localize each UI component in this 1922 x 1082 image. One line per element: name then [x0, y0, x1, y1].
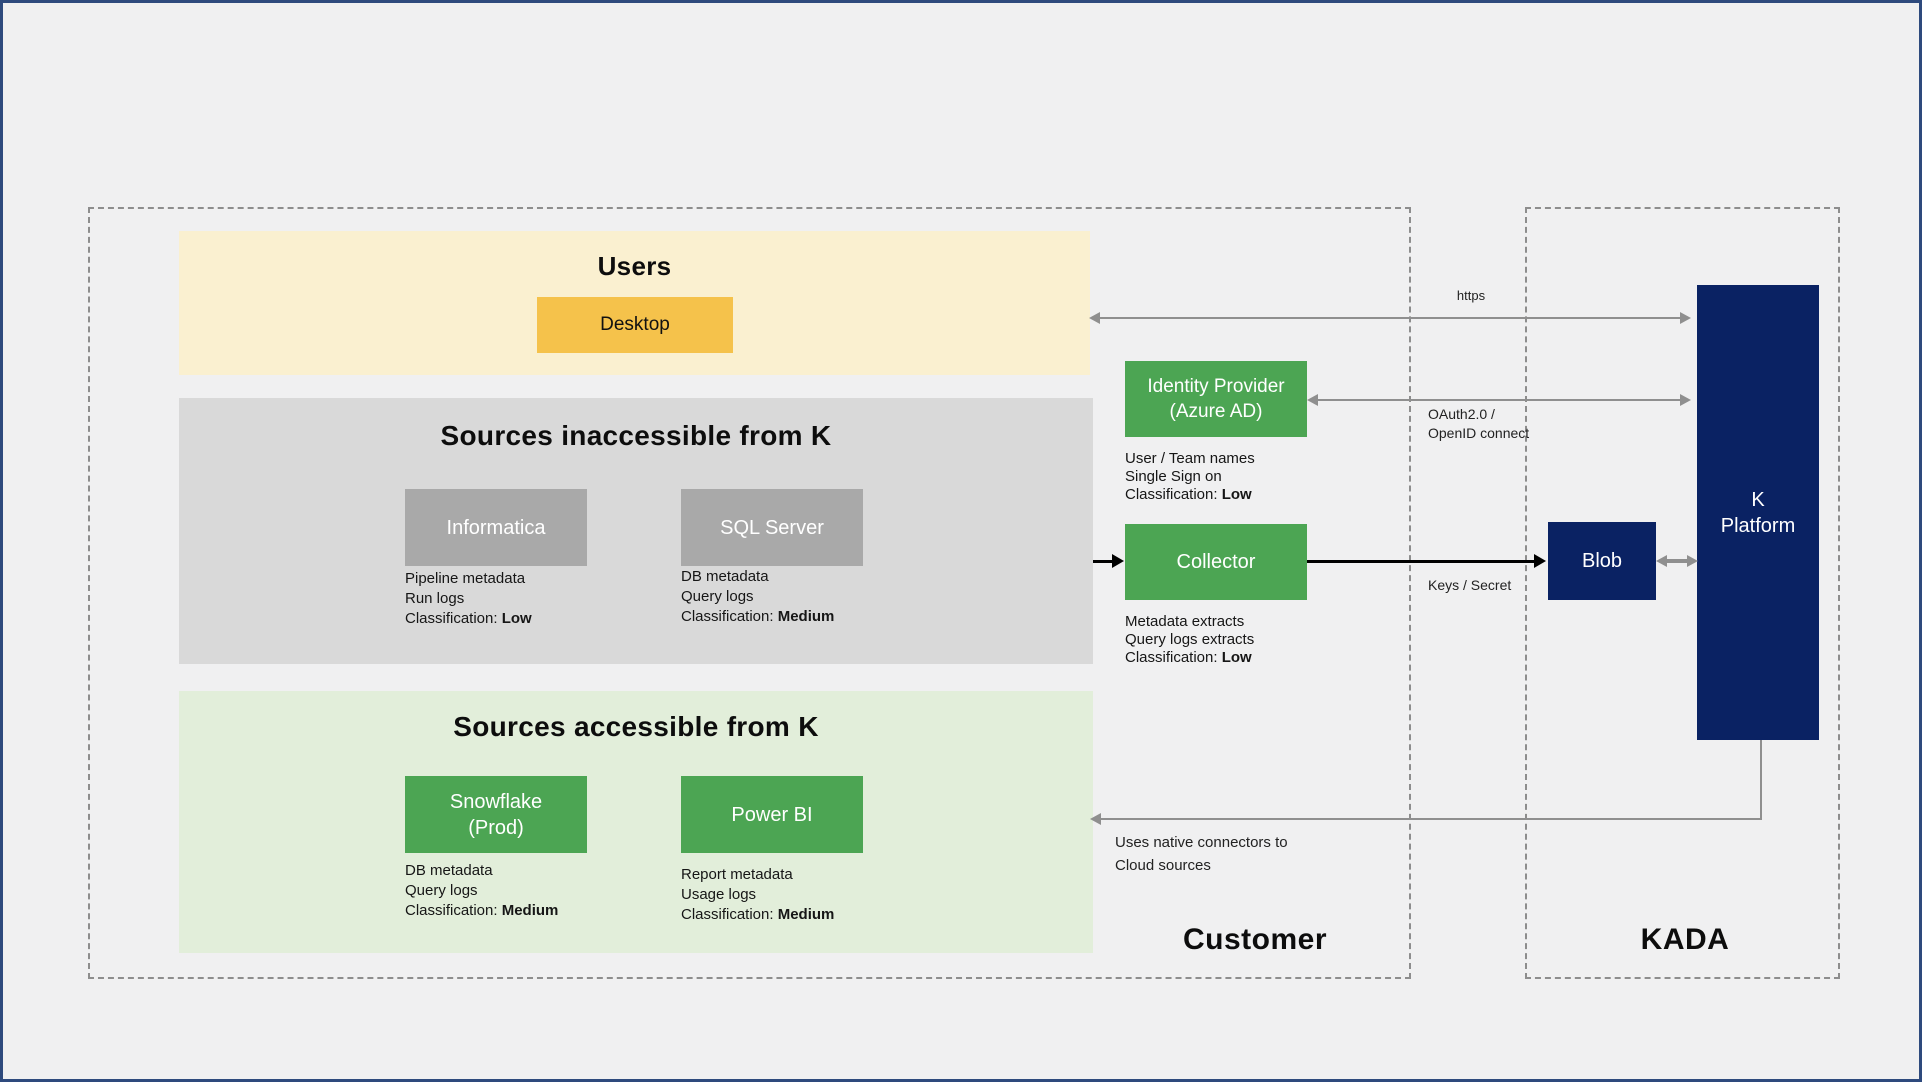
sources-accessible-title: Sources accessible from K [453, 711, 819, 742]
customer-zone-label: Customer [1182, 923, 1328, 956]
snowflake-node-label-1: Snowflake [449, 790, 543, 813]
https-arrow-line [1099, 317, 1681, 319]
identity-provider-node: Identity Provider (Azure AD) [1125, 361, 1307, 437]
collector-to-blob-arrowhead [1534, 554, 1546, 568]
blob-to-kplatform-arrowhead-right [1687, 555, 1698, 567]
https-arrowhead-left [1089, 312, 1100, 324]
power-bi-node: Power BI [681, 776, 863, 853]
informatica-caption: Pipeline metadata Run logs Classificatio… [405, 569, 532, 629]
k-platform-node: K Platform [1697, 285, 1819, 740]
power-bi-caption: Report metadata Usage logs Classificatio… [681, 865, 834, 925]
native-connectors-arrow-vertical [1760, 740, 1762, 820]
snowflake-caption-line-2: Query logs [405, 882, 478, 899]
sources-inaccessible-title: Sources inaccessible from K [440, 420, 832, 451]
oauth-arrow-label-line-1: OAuth2.0 / [1428, 406, 1495, 422]
informatica-node-label: Informatica [446, 516, 546, 539]
sql-server-node-label: SQL Server [720, 516, 824, 539]
oauth-arrow-line [1315, 399, 1681, 401]
snowflake-caption: DB metadata Query logs Classification: M… [405, 861, 558, 921]
native-connectors-label: Uses native connectors to Cloud sources [1115, 831, 1288, 877]
native-connectors-arrow-horizontal [1100, 818, 1762, 820]
identity-provider-node-label-1: Identity Provider [1147, 376, 1285, 397]
native-connectors-label-line-1: Uses native connectors to [1115, 834, 1288, 851]
identity-caption-line-1: User / Team names [1125, 450, 1255, 467]
power-bi-node-label: Power BI [731, 803, 813, 826]
sql-server-caption: DB metadata Query logs Classification: M… [681, 567, 834, 627]
collector-caption-line-2: Query logs extracts [1125, 631, 1255, 648]
sources-to-collector-arrowhead [1112, 554, 1124, 568]
https-arrowhead-right [1680, 312, 1691, 324]
sources-accessible-section: Sources accessible from K [179, 691, 1093, 953]
collector-node-label: Collector [1176, 551, 1256, 573]
collector-node: Collector [1125, 524, 1307, 600]
desktop-node: Desktop [537, 297, 733, 353]
oauth-arrow-label-line-2: OpenID connect [1428, 425, 1530, 441]
identity-caption-line-2: Single Sign on [1125, 468, 1222, 485]
sql-server-caption-line-1: DB metadata [681, 568, 769, 585]
identity-provider-caption: User / Team names Single Sign on Classif… [1125, 450, 1255, 504]
kada-zone-label: KADA [1640, 923, 1730, 956]
collector-caption: Metadata extracts Query logs extracts Cl… [1125, 613, 1254, 667]
sources-inaccessible-section: Sources inaccessible from K [179, 398, 1093, 664]
identity-provider-node-label-2: (Azure AD) [1169, 401, 1263, 422]
collector-caption-line-1: Metadata extracts [1125, 613, 1245, 630]
power-bi-caption-line-2: Usage logs [681, 886, 757, 903]
desktop-node-label: Desktop [600, 314, 670, 335]
sql-server-caption-line-3: Classification: Medium [681, 608, 835, 625]
snowflake-caption-line-1: DB metadata [405, 862, 493, 879]
oauth-arrow-label: OAuth2.0 / OpenID connect [1428, 405, 1529, 443]
informatica-caption-line-2: Run logs [405, 590, 465, 607]
users-section-title: Users [597, 251, 672, 281]
blob-node: Blob [1548, 522, 1656, 600]
keys-secret-label: Keys / Secret [1428, 577, 1512, 593]
oauth-arrowhead-right [1680, 394, 1691, 406]
sources-to-collector-arrow-line [1093, 560, 1113, 563]
native-connectors-label-line-2: Cloud sources [1115, 857, 1211, 874]
power-bi-caption-line-3: Classification: Medium [681, 906, 835, 923]
collector-caption-line-3: Classification: Low [1125, 649, 1252, 666]
blob-node-label: Blob [1581, 550, 1623, 572]
power-bi-caption-line-1: Report metadata [681, 866, 793, 883]
identity-caption-line-3: Classification: Low [1125, 486, 1252, 503]
collector-to-blob-arrow-line [1307, 560, 1535, 563]
k-platform-node-label-2: Platform [1720, 514, 1796, 537]
snowflake-caption-line-3: Classification: Medium [405, 902, 559, 919]
sql-server-node: SQL Server [681, 489, 863, 566]
native-connectors-arrowhead [1090, 813, 1101, 825]
blob-to-kplatform-arrowhead-left [1656, 555, 1667, 567]
snowflake-node: Snowflake (Prod) [405, 776, 587, 853]
snowflake-node-label-2: (Prod) [468, 816, 524, 839]
k-platform-node-label-1: K [1751, 488, 1765, 511]
oauth-arrowhead-left [1307, 394, 1318, 406]
informatica-node: Informatica [405, 489, 587, 566]
https-arrow-label: https [1456, 288, 1486, 303]
kada-zone-border [1525, 207, 1840, 979]
blob-to-kplatform-arrow-line [1663, 559, 1689, 563]
sql-server-caption-line-2: Query logs [681, 588, 754, 605]
informatica-caption-line-3: Classification: Low [405, 610, 532, 627]
informatica-caption-line-1: Pipeline metadata [405, 570, 526, 587]
customer-zone-border [88, 207, 1411, 979]
